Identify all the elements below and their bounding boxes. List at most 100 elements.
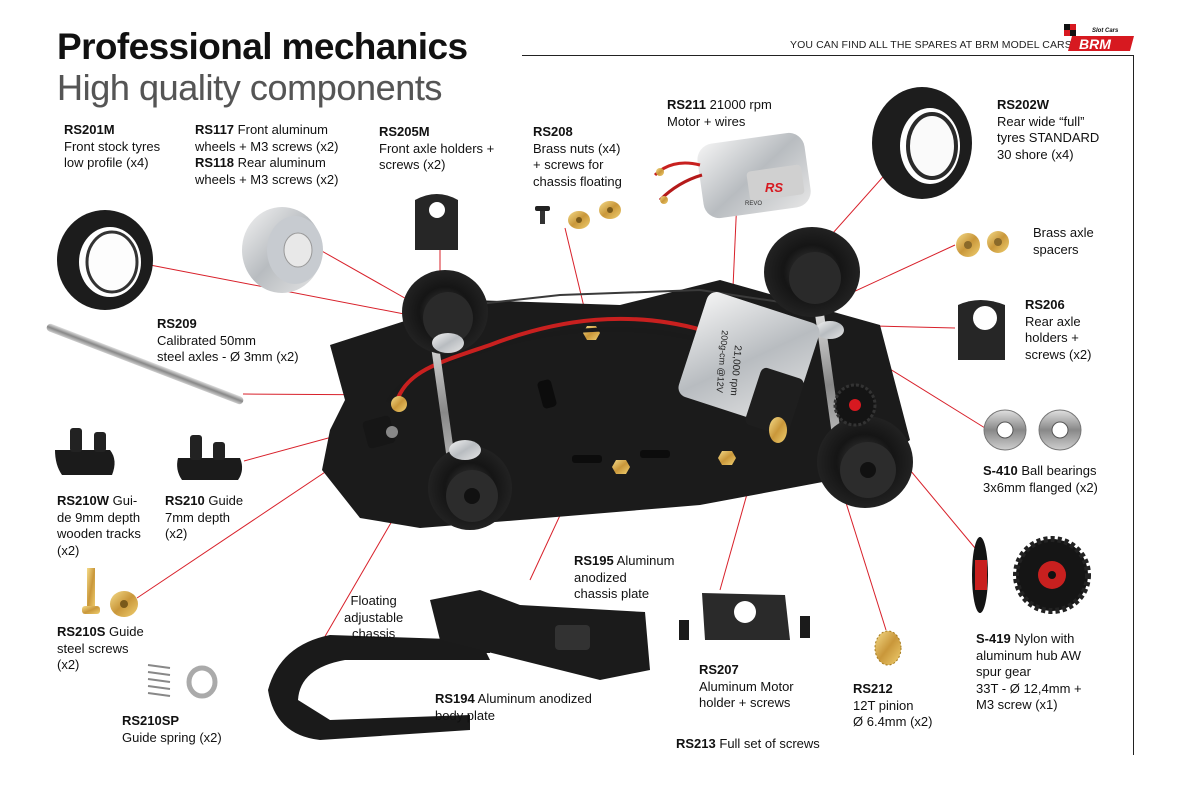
line: (x2)	[165, 526, 188, 541]
line: Gui-	[112, 493, 138, 508]
ball-bearings-part	[983, 409, 1082, 451]
line: M3 screw (x1)	[976, 697, 1058, 712]
label-rs205m: RS205M Front axle holders + screws (x2)	[379, 124, 494, 174]
line: Brass axle	[1033, 225, 1094, 240]
line: Calibrated 50mm	[157, 332, 256, 348]
spares-tagline: YOU CAN FIND ALL THE SPARES AT BRM MODEL…	[790, 39, 1072, 51]
code: RS212	[853, 681, 893, 696]
line: steel screws	[57, 640, 129, 656]
label-rs202w: RS202W Rear wide “full” tyres STANDARD 3…	[997, 97, 1099, 163]
brass-nuts-part	[535, 201, 621, 229]
checkered-flag-icon	[1064, 24, 1076, 36]
line: 33T - Ø 12,4mm +	[976, 680, 1082, 696]
line: Aluminum anodized	[477, 691, 592, 706]
body-plate-part	[268, 635, 490, 740]
guide-screws-part	[82, 568, 138, 617]
line: 12T pinion	[853, 697, 914, 713]
line: Aluminum Motor	[699, 678, 794, 694]
line: 3x6mm flanged (x2)	[983, 479, 1098, 495]
code: S-410	[983, 463, 1018, 478]
aluminum-wheel-part	[242, 207, 323, 293]
code: RS117	[195, 122, 235, 137]
pinion-part	[874, 630, 902, 666]
code: RS210W	[57, 493, 110, 508]
front-tyre-part	[57, 210, 153, 310]
line: chassis plate	[574, 586, 650, 601]
steel-axle-part	[46, 323, 244, 405]
line: steel axles - Ø 3mm (x2)	[157, 349, 299, 364]
brm-logo: Slot Cars BRM	[1064, 24, 1134, 52]
guide-7mm-part	[177, 435, 243, 480]
code: RS210	[165, 493, 205, 508]
code: S-419	[976, 631, 1011, 646]
line: wooden tracks	[57, 526, 141, 541]
code: RS208	[533, 124, 573, 139]
line: Ball bearings	[1021, 463, 1097, 478]
motor-part: RS REVO	[653, 132, 811, 219]
motor-brand-print: RS	[765, 180, 783, 195]
line: Full set of screws	[719, 736, 820, 751]
code: RS210SP	[122, 713, 180, 728]
label-brass-spacers: Brass axle spacers	[1033, 225, 1094, 258]
code: RS213	[676, 736, 716, 751]
page-subtitle: High quality components	[57, 67, 443, 108]
code: RS207	[699, 662, 739, 677]
line: Rear wide “full”	[997, 113, 1085, 129]
line: holders +	[1025, 330, 1079, 345]
code: RS201M	[64, 122, 115, 137]
line: Aluminum	[616, 553, 675, 568]
label-rs212: RS212 12T pinion Ø 6.4mm (x2)	[853, 681, 932, 731]
label-s410: S-410 Ball bearings 3x6mm flanged (x2)	[983, 463, 1098, 496]
label-s419: S-419 Nylon with aluminum hub AW spur ge…	[976, 631, 1082, 714]
line: aluminum hub AW	[976, 647, 1082, 663]
line: chassis floating	[533, 173, 622, 189]
motor-sub-print: REVO	[745, 201, 762, 207]
motor-holder-part	[679, 593, 810, 640]
line: wheels + M3 screws (x2)	[195, 138, 339, 154]
code: RS118	[195, 155, 235, 170]
line: holder + screws	[699, 695, 791, 710]
code: RS194	[435, 691, 475, 706]
line: adjustable	[344, 609, 404, 625]
label-rs194: RS194 Aluminum anodized body plate	[435, 691, 592, 724]
rear-axle-holder-part	[958, 300, 1005, 360]
chassis-motor: 21,000 rpm 200g-cm @12V	[678, 292, 820, 443]
line: 21000 rpm	[709, 97, 772, 112]
line: spacers	[1033, 241, 1079, 257]
guide-springs-part	[147, 664, 218, 699]
brass-spacers-part	[956, 231, 1009, 257]
logo-text: BRM	[1079, 36, 1111, 52]
label-rs195: RS195 Aluminum anodized chassis plate	[574, 553, 674, 603]
line: Motor + wires	[667, 113, 746, 129]
line: Rear aluminum	[237, 155, 326, 170]
line: spur gear	[976, 664, 1031, 679]
spur-gear-part	[972, 536, 1091, 614]
label-rs208: RS208 Brass nuts (x4) + screws for chass…	[533, 124, 622, 190]
line: Rear axle	[1025, 313, 1081, 329]
code: RS206	[1025, 297, 1065, 312]
line: screws (x2)	[1025, 346, 1092, 362]
line: (x2)	[57, 542, 80, 558]
chassis-guide	[362, 396, 407, 449]
line: Ø 6.4mm (x2)	[853, 714, 933, 729]
code: RS210S	[57, 624, 106, 639]
header-rule	[522, 55, 1134, 56]
line: tyres STANDARD	[997, 130, 1100, 145]
rear-tyre-part	[872, 87, 972, 199]
label-rs211: RS211 21000 rpm Motor + wires	[667, 97, 772, 130]
line: Guide	[208, 493, 244, 508]
logo-small-text: Slot Cars	[1092, 28, 1119, 34]
chassis-plate-part	[430, 590, 650, 680]
line: Nylon with	[1014, 631, 1075, 646]
motor-rpm-print: 21,000 rpm	[728, 345, 743, 396]
line: low profile (x4)	[64, 155, 149, 170]
page-title: Professional mechanics	[57, 26, 468, 67]
line: Front aluminum	[237, 122, 328, 137]
line: body plate	[435, 707, 495, 723]
line: de 9mm depth	[57, 509, 141, 525]
rear-axle-assembly	[764, 227, 913, 508]
line: wheels + M3 screws (x2)	[195, 171, 339, 187]
label-floating-chassis: Floating adjustable chassis	[344, 593, 403, 643]
front-axle-assembly	[402, 270, 512, 530]
